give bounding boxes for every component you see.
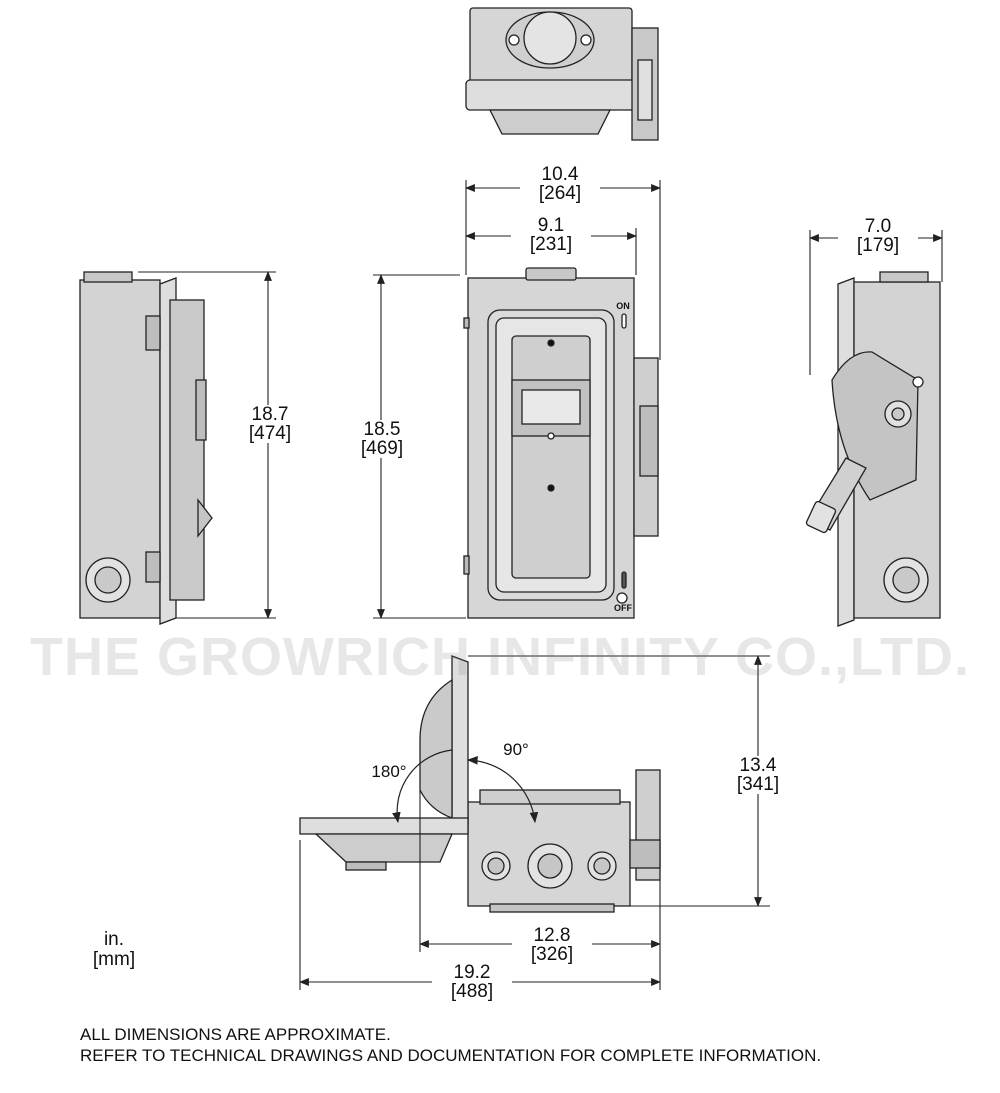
dim-depth-label: 7.0[179] — [838, 217, 918, 255]
dim-open-full-width-label: 19.2[488] — [432, 963, 512, 1001]
dim-side-height-label: 18.7[474] — [232, 405, 308, 443]
left-side-view — [79, 271, 213, 625]
door-open-view — [299, 655, 661, 913]
arc-180 — [392, 749, 453, 824]
note-refer-docs: REFER TO TECHNICAL DRAWINGS AND DOCUMENT… — [80, 1046, 822, 1065]
top-view — [465, 7, 659, 141]
notes: ALL DIMENSIONS ARE APPROXIMATE. REFER TO… — [80, 1024, 821, 1066]
right-side-view — [805, 271, 941, 627]
dim-front-height-label: 18.5[469] — [344, 420, 420, 458]
switch-off-label: OFF — [614, 603, 632, 613]
note-approximate: ALL DIMENSIONS ARE APPROXIMATE. — [80, 1025, 391, 1044]
dim-open-height-label: 13.4[341] — [720, 756, 796, 794]
dim-body-width-label: 9.1[231] — [511, 216, 591, 254]
switch-on-label: ON — [616, 301, 630, 311]
angle-180-label: 180° — [371, 762, 407, 781]
dim-open-depth-label: 12.8[326] — [512, 926, 592, 964]
angle-90-label: 90° — [503, 740, 529, 759]
dim-overall-width-label: 10.4[264] — [520, 165, 600, 203]
watermark: THE GROWRICH INFINITY CO.,LTD. — [30, 627, 970, 687]
units-legend: in. [mm] — [92, 929, 136, 970]
front-view — [463, 267, 659, 619]
arc-90 — [466, 756, 539, 824]
